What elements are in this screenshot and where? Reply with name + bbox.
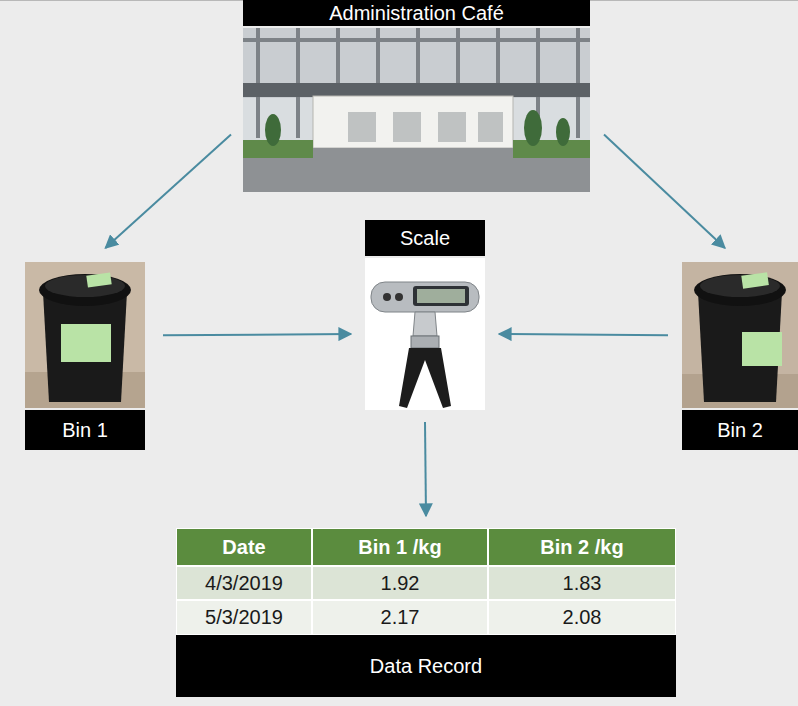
node-label: Bin 2 xyxy=(717,419,763,442)
table-header-cell: Bin 2 /kg xyxy=(488,528,676,566)
label-bar: Scale xyxy=(365,220,485,256)
table-cell: 2.17 xyxy=(312,600,488,635)
table-cell: 4/3/2019 xyxy=(176,566,312,600)
node-label: Data Record xyxy=(370,655,482,678)
table-text: 5/3/2019 xyxy=(205,606,283,629)
table-cell: 1.83 xyxy=(488,566,676,600)
bin-photo xyxy=(25,262,145,408)
scale-photo xyxy=(365,258,485,410)
label-bar: Administration Café xyxy=(243,0,590,26)
table-header-cell: Date xyxy=(176,528,312,566)
photo-node: Bin 2 xyxy=(682,262,798,450)
table-text: Date xyxy=(222,536,265,559)
photo-node: Administration Café xyxy=(243,0,590,192)
flow-arrow xyxy=(604,134,725,248)
bin-photo xyxy=(682,262,798,408)
flow-arrow xyxy=(105,134,231,248)
table-text: 1.92 xyxy=(381,572,420,595)
node-label: Scale xyxy=(400,227,450,250)
flow-arrow xyxy=(499,334,668,335)
photo-node: Scale xyxy=(365,220,485,410)
table-text: 1.83 xyxy=(563,572,602,595)
table-text: Bin 1 /kg xyxy=(358,536,441,559)
table-cell: 2.08 xyxy=(488,600,676,635)
node-label: Administration Café xyxy=(329,2,504,25)
table-text: Bin 2 /kg xyxy=(540,536,623,559)
cafe-photo xyxy=(243,28,590,192)
table-text: 2.17 xyxy=(381,606,420,629)
label-bar: Data Record xyxy=(176,635,676,697)
label-bar: Bin 1 xyxy=(25,410,145,450)
photo-node: Bin 1 xyxy=(25,262,145,450)
table-cell: 5/3/2019 xyxy=(176,600,312,635)
label-bar: Bin 2 xyxy=(682,410,798,450)
flow-arrow xyxy=(163,334,351,335)
flow-arrow xyxy=(425,422,426,516)
table-cell: 1.92 xyxy=(312,566,488,600)
node-label: Bin 1 xyxy=(62,419,108,442)
data-table: Data Record Date Bin 1 /kg Bin 2 /kg 4/3/201… xyxy=(176,528,676,697)
table-header-cell: Bin 1 /kg xyxy=(312,528,488,566)
table-text: 4/3/2019 xyxy=(205,572,283,595)
table-text: 2.08 xyxy=(563,606,602,629)
